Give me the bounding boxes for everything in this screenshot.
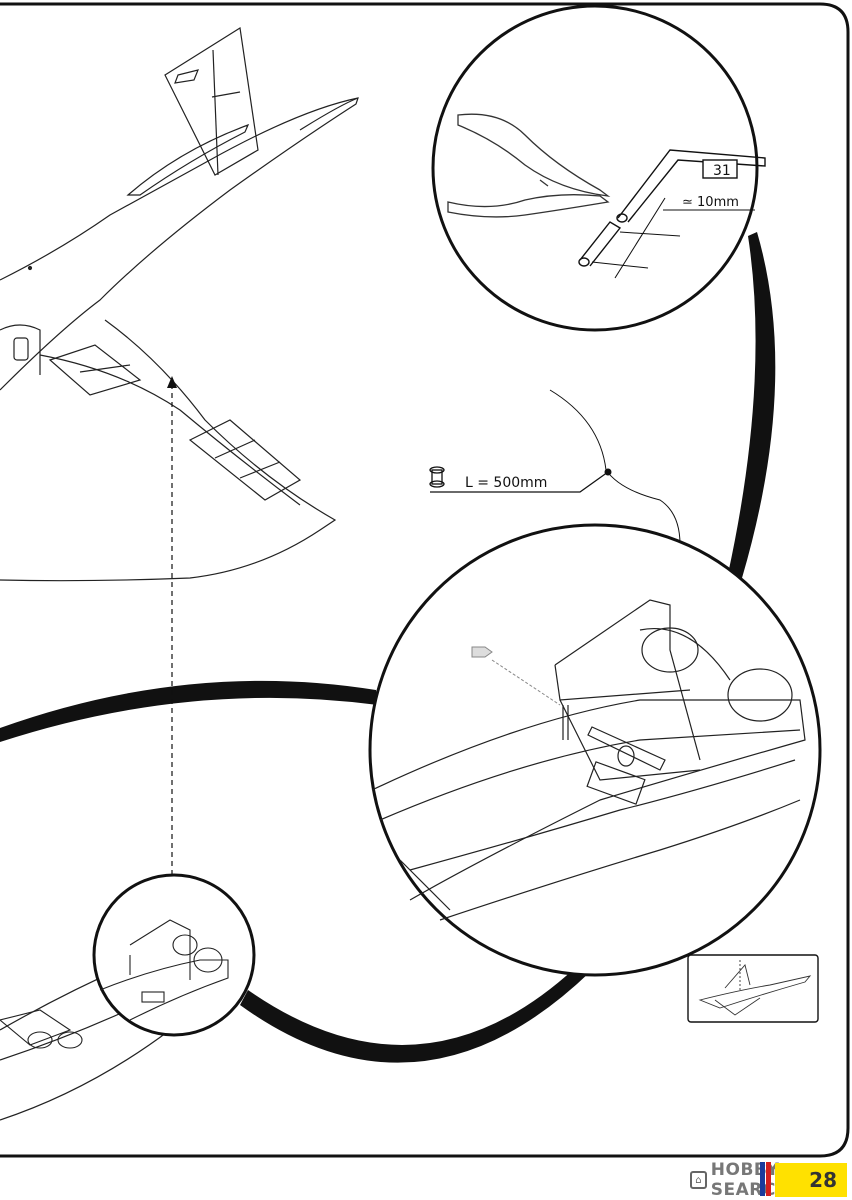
cut-length-label: ≃ 10mm xyxy=(682,195,739,210)
aircraft-nose xyxy=(299,97,359,131)
page-frame xyxy=(0,2,850,1158)
plastic-rod-part xyxy=(578,149,766,267)
connector-sweep-bottom xyxy=(240,968,590,1063)
aircraft-fuselage xyxy=(0,97,359,391)
overview-thumbnail xyxy=(687,954,819,1023)
aircraft-fin-root xyxy=(126,123,250,196)
thread-leader-line xyxy=(430,471,609,493)
aircraft-tail-fin xyxy=(164,27,259,176)
page-number-box: 28 xyxy=(775,1163,847,1197)
part-number-box xyxy=(702,159,738,179)
connector-sweep-right xyxy=(728,232,776,578)
thread-length-label: L = 500mm xyxy=(465,475,547,491)
brand-logo-icon: ⌂ xyxy=(690,1171,707,1189)
callout-location-small xyxy=(0,873,256,1121)
flag-stripe-red xyxy=(766,1162,771,1196)
aircraft-wing xyxy=(0,319,337,582)
aircraft-wing-flap-2 xyxy=(188,419,302,501)
aircraft-wing-flap-1 xyxy=(48,344,142,396)
part-number-label: 31 xyxy=(713,163,731,179)
connector-sweep-left xyxy=(0,680,378,742)
thread-spool: L = 500mm xyxy=(429,389,681,746)
aircraft-drawing xyxy=(0,27,359,582)
cutter-pliers-icon xyxy=(447,113,611,218)
spool-icon xyxy=(429,466,445,488)
glue-bottle-icon xyxy=(471,646,493,658)
placement-arrow-head xyxy=(167,376,177,388)
callout-assembly-detail xyxy=(368,523,822,977)
callout-cut-part: 31 ≃ 10mm xyxy=(431,4,766,332)
flag-stripe-blue xyxy=(760,1162,765,1196)
page-number: 28 xyxy=(809,1168,837,1192)
